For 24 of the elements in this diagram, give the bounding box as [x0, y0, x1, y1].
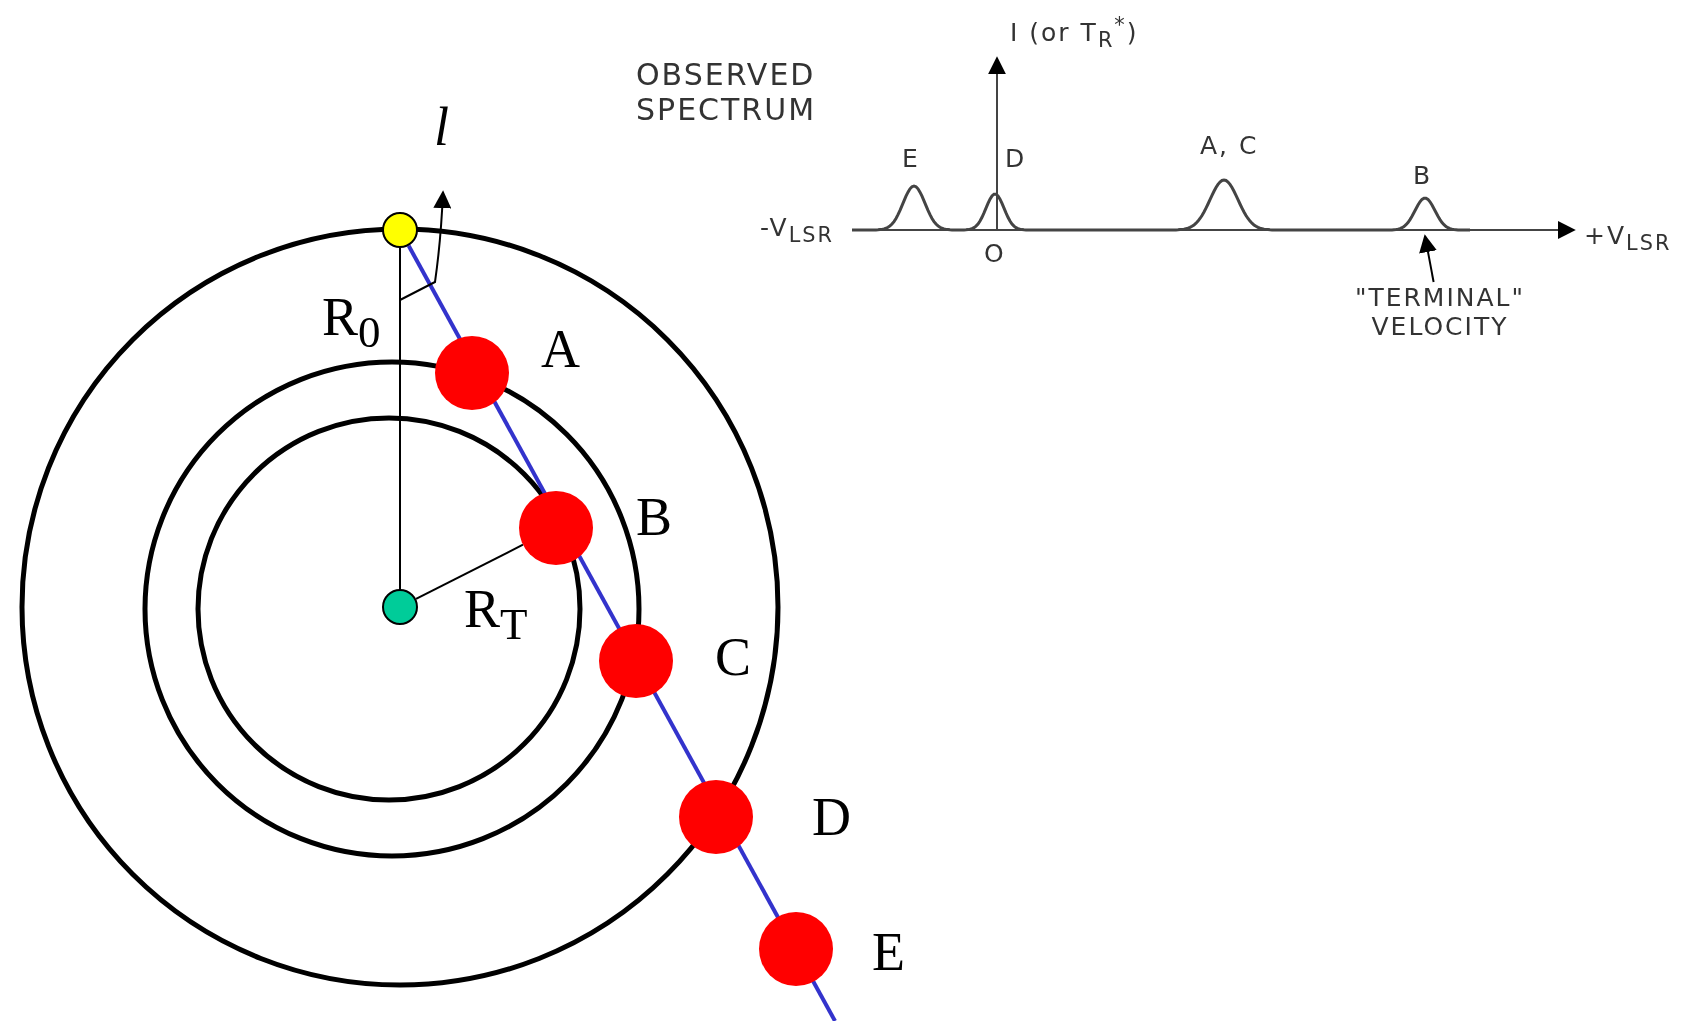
radius-line	[415, 543, 524, 600]
point-label: A	[541, 322, 580, 376]
spectrum-title: OBSERVED SPECTRUM	[636, 58, 818, 127]
peak-label: E	[902, 145, 920, 174]
axis-label: I (or T$_{R}$$^{*}$)	[1010, 14, 1139, 54]
radius-line	[399, 247, 401, 590]
edge-label: R$_{0}$	[322, 290, 381, 355]
peak-label: A, C	[1200, 132, 1259, 161]
tick-label: O	[984, 240, 1006, 269]
axis-label: +V$_{LSR}$	[1584, 222, 1672, 256]
angle-label: l	[434, 100, 449, 154]
point-label: D	[812, 790, 851, 844]
point-label: B	[636, 490, 673, 544]
point-label: E	[872, 925, 905, 979]
axis-label: -V$_{LSR}$	[760, 214, 834, 248]
cloud-dot	[519, 491, 593, 565]
galactic-center-dot	[382, 589, 418, 625]
peak-label: D	[1005, 145, 1027, 174]
point-label: C	[715, 630, 752, 684]
leader-line	[1419, 234, 1437, 283]
edge-label: R$_{T}$	[464, 582, 528, 647]
callout-text: "TERMINAL" VELOCITY	[1340, 284, 1540, 342]
peak-label: B	[1413, 162, 1433, 191]
sun-dot	[382, 212, 418, 248]
